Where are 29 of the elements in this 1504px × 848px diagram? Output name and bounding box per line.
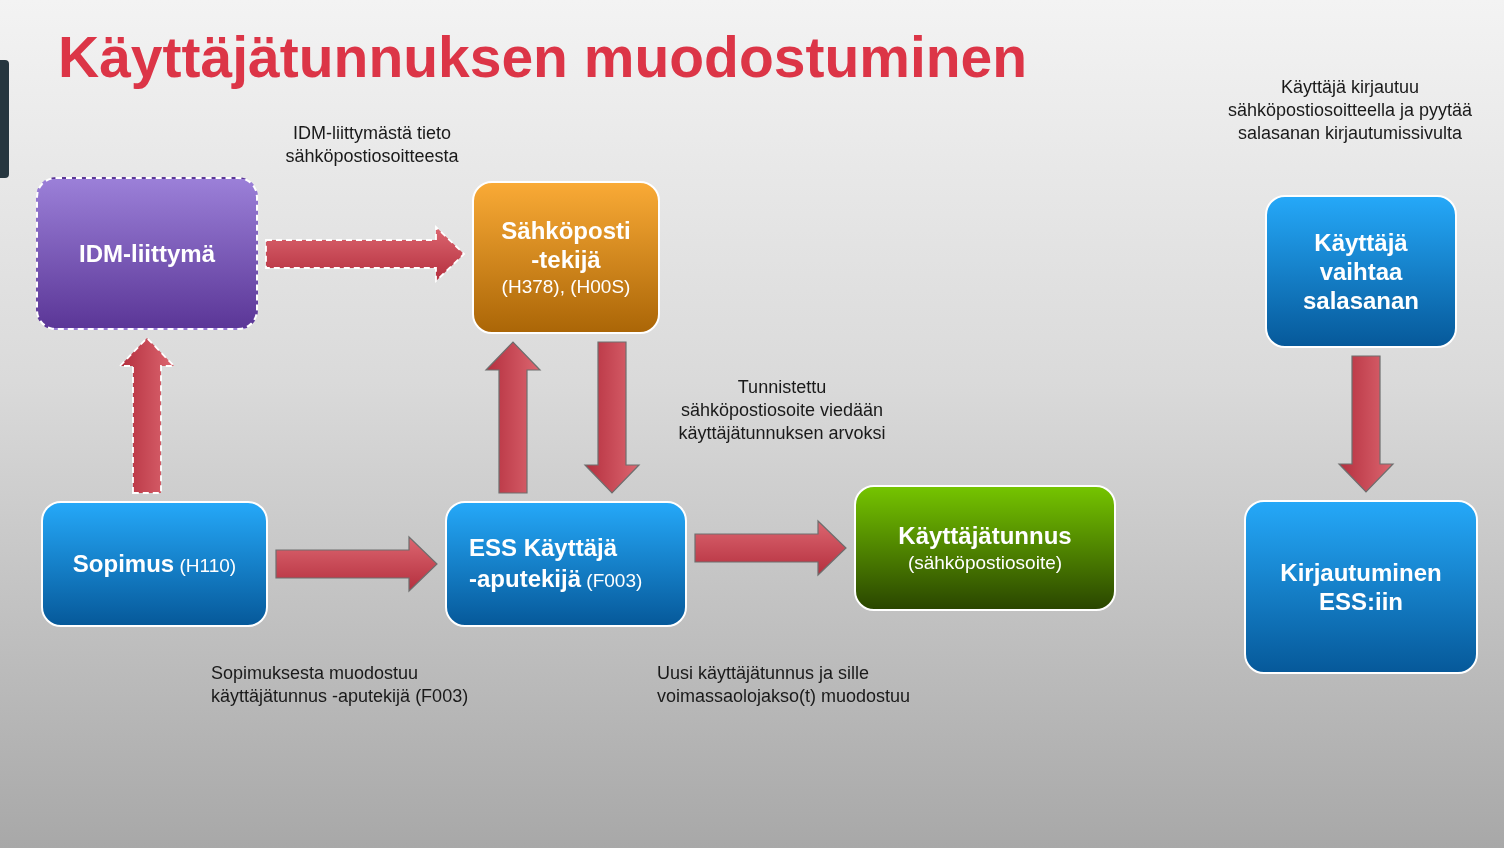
annotation-text: Sopimuksesta muodostuu käyttäjätunnus -aputekijä (F003)	[211, 662, 470, 708]
process-box	[854, 485, 1116, 611]
process-box	[1265, 195, 1457, 348]
annotation-text: IDM-liittymästä tieto sähköpostiosoitteesta	[284, 122, 460, 168]
block-arrow	[275, 535, 438, 593]
process-box	[1244, 500, 1478, 674]
annotation-text: Uusi käyttäjätunnus ja sille voimassaolojakso(t) muodostuu	[657, 662, 912, 708]
block-arrow	[1337, 355, 1395, 493]
box-heading: ESS Käyttäjä -aputekijä (F003)	[469, 533, 644, 594]
annotation-text: Käyttäjä kirjautuu sähköpostiosoitteella ja pyytää salasanan kirjautumissivulta	[1226, 76, 1474, 145]
block-arrow	[117, 336, 177, 494]
block-arrow	[484, 341, 542, 494]
process-box	[36, 177, 258, 330]
box-heading: Sähköposti -tekijä	[500, 215, 632, 274]
box-heading: IDM-liittymä	[79, 239, 215, 268]
process-box	[472, 181, 660, 334]
process-box	[445, 501, 687, 627]
annotation-text: Tunnistettu sähköpostiosoite viedään käyttäjätunnuksen arvoksi	[677, 376, 887, 445]
box-detail: (H378), (H00S)	[501, 274, 631, 299]
block-arrow	[265, 224, 466, 284]
process-box	[41, 501, 268, 627]
box-heading: Kirjautuminen ESS:iin	[1279, 558, 1443, 616]
block-arrow	[583, 341, 641, 494]
box-heading: Käyttäjätunnus	[898, 520, 1072, 550]
box-heading: Sopimus (H110)	[72, 548, 237, 579]
box-heading: Käyttäjä vaihtaa salasanan	[1301, 228, 1421, 315]
box-detail: (sähköpostiosoite)	[907, 550, 1063, 575]
slide-title: Käyttäjätunnuksen muodostuminen	[58, 24, 1028, 90]
block-arrow	[694, 519, 847, 577]
